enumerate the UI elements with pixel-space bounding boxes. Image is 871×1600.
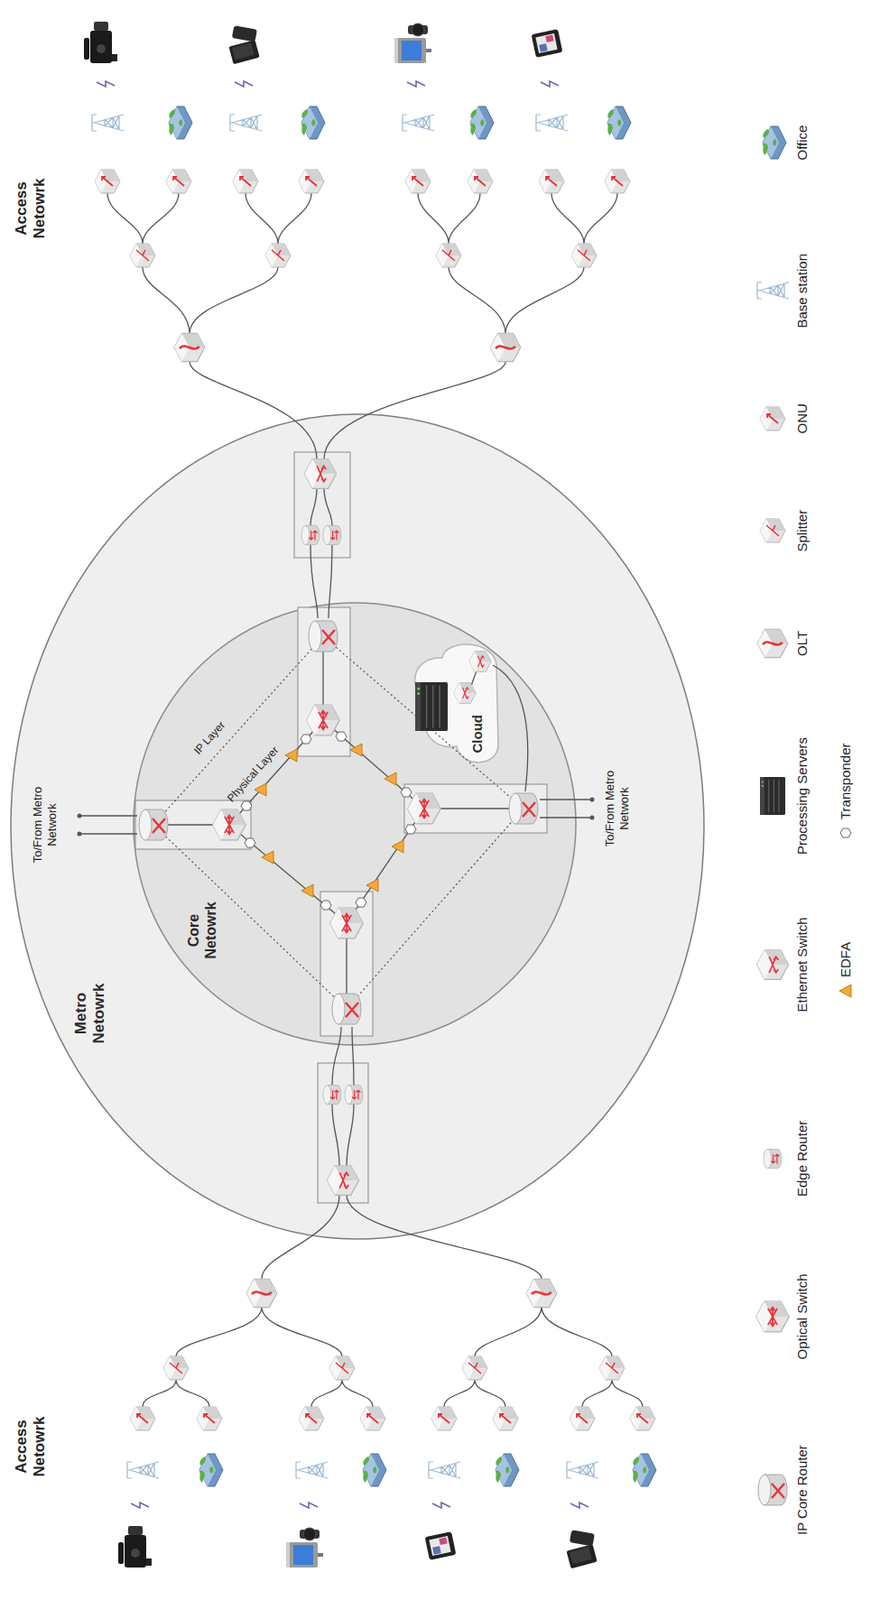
core-region: Core Netowrk Cloud	[132, 602, 577, 1047]
legend-label: Edge Router	[794, 1121, 811, 1197]
annotation-label: Access Netowrk	[12, 1406, 50, 1488]
annotation-label: To/From Metro Network	[30, 779, 59, 871]
legend-label: Optical Switch	[794, 1273, 811, 1360]
legend-label: ONU	[794, 403, 811, 434]
region-outline	[132, 602, 577, 1047]
legend-label: Splitter	[794, 509, 811, 553]
region-outline	[397, 639, 510, 770]
legend-label: Base station	[794, 253, 811, 329]
legend-label: IP Core Router	[794, 1445, 811, 1536]
legend-label: OLT	[794, 630, 811, 657]
region-outline	[9, 413, 705, 1241]
legend-label: Ethernet Switch	[794, 917, 811, 1012]
legend-label: Office	[794, 125, 811, 161]
metro-region: Metro Netowrk Core Netowrk Cloud	[9, 413, 705, 1241]
region-label: Core Netowrk	[185, 892, 220, 970]
user-devices	[83, 21, 598, 1569]
cloud-region: Cloud	[397, 639, 510, 770]
region-label: Metro Netowrk	[72, 972, 110, 1055]
legend-label: Processing Servers	[794, 737, 811, 855]
legend-label: EDFA	[837, 942, 854, 978]
legend-label: Transponder	[837, 743, 854, 821]
access-equipment	[92, 106, 657, 1487]
annotation-label: To/From Metro Network	[602, 763, 631, 854]
annotation-label: Access Netowrk	[12, 167, 50, 250]
region-label: Cloud	[469, 714, 486, 754]
legend-icons	[756, 126, 852, 1506]
